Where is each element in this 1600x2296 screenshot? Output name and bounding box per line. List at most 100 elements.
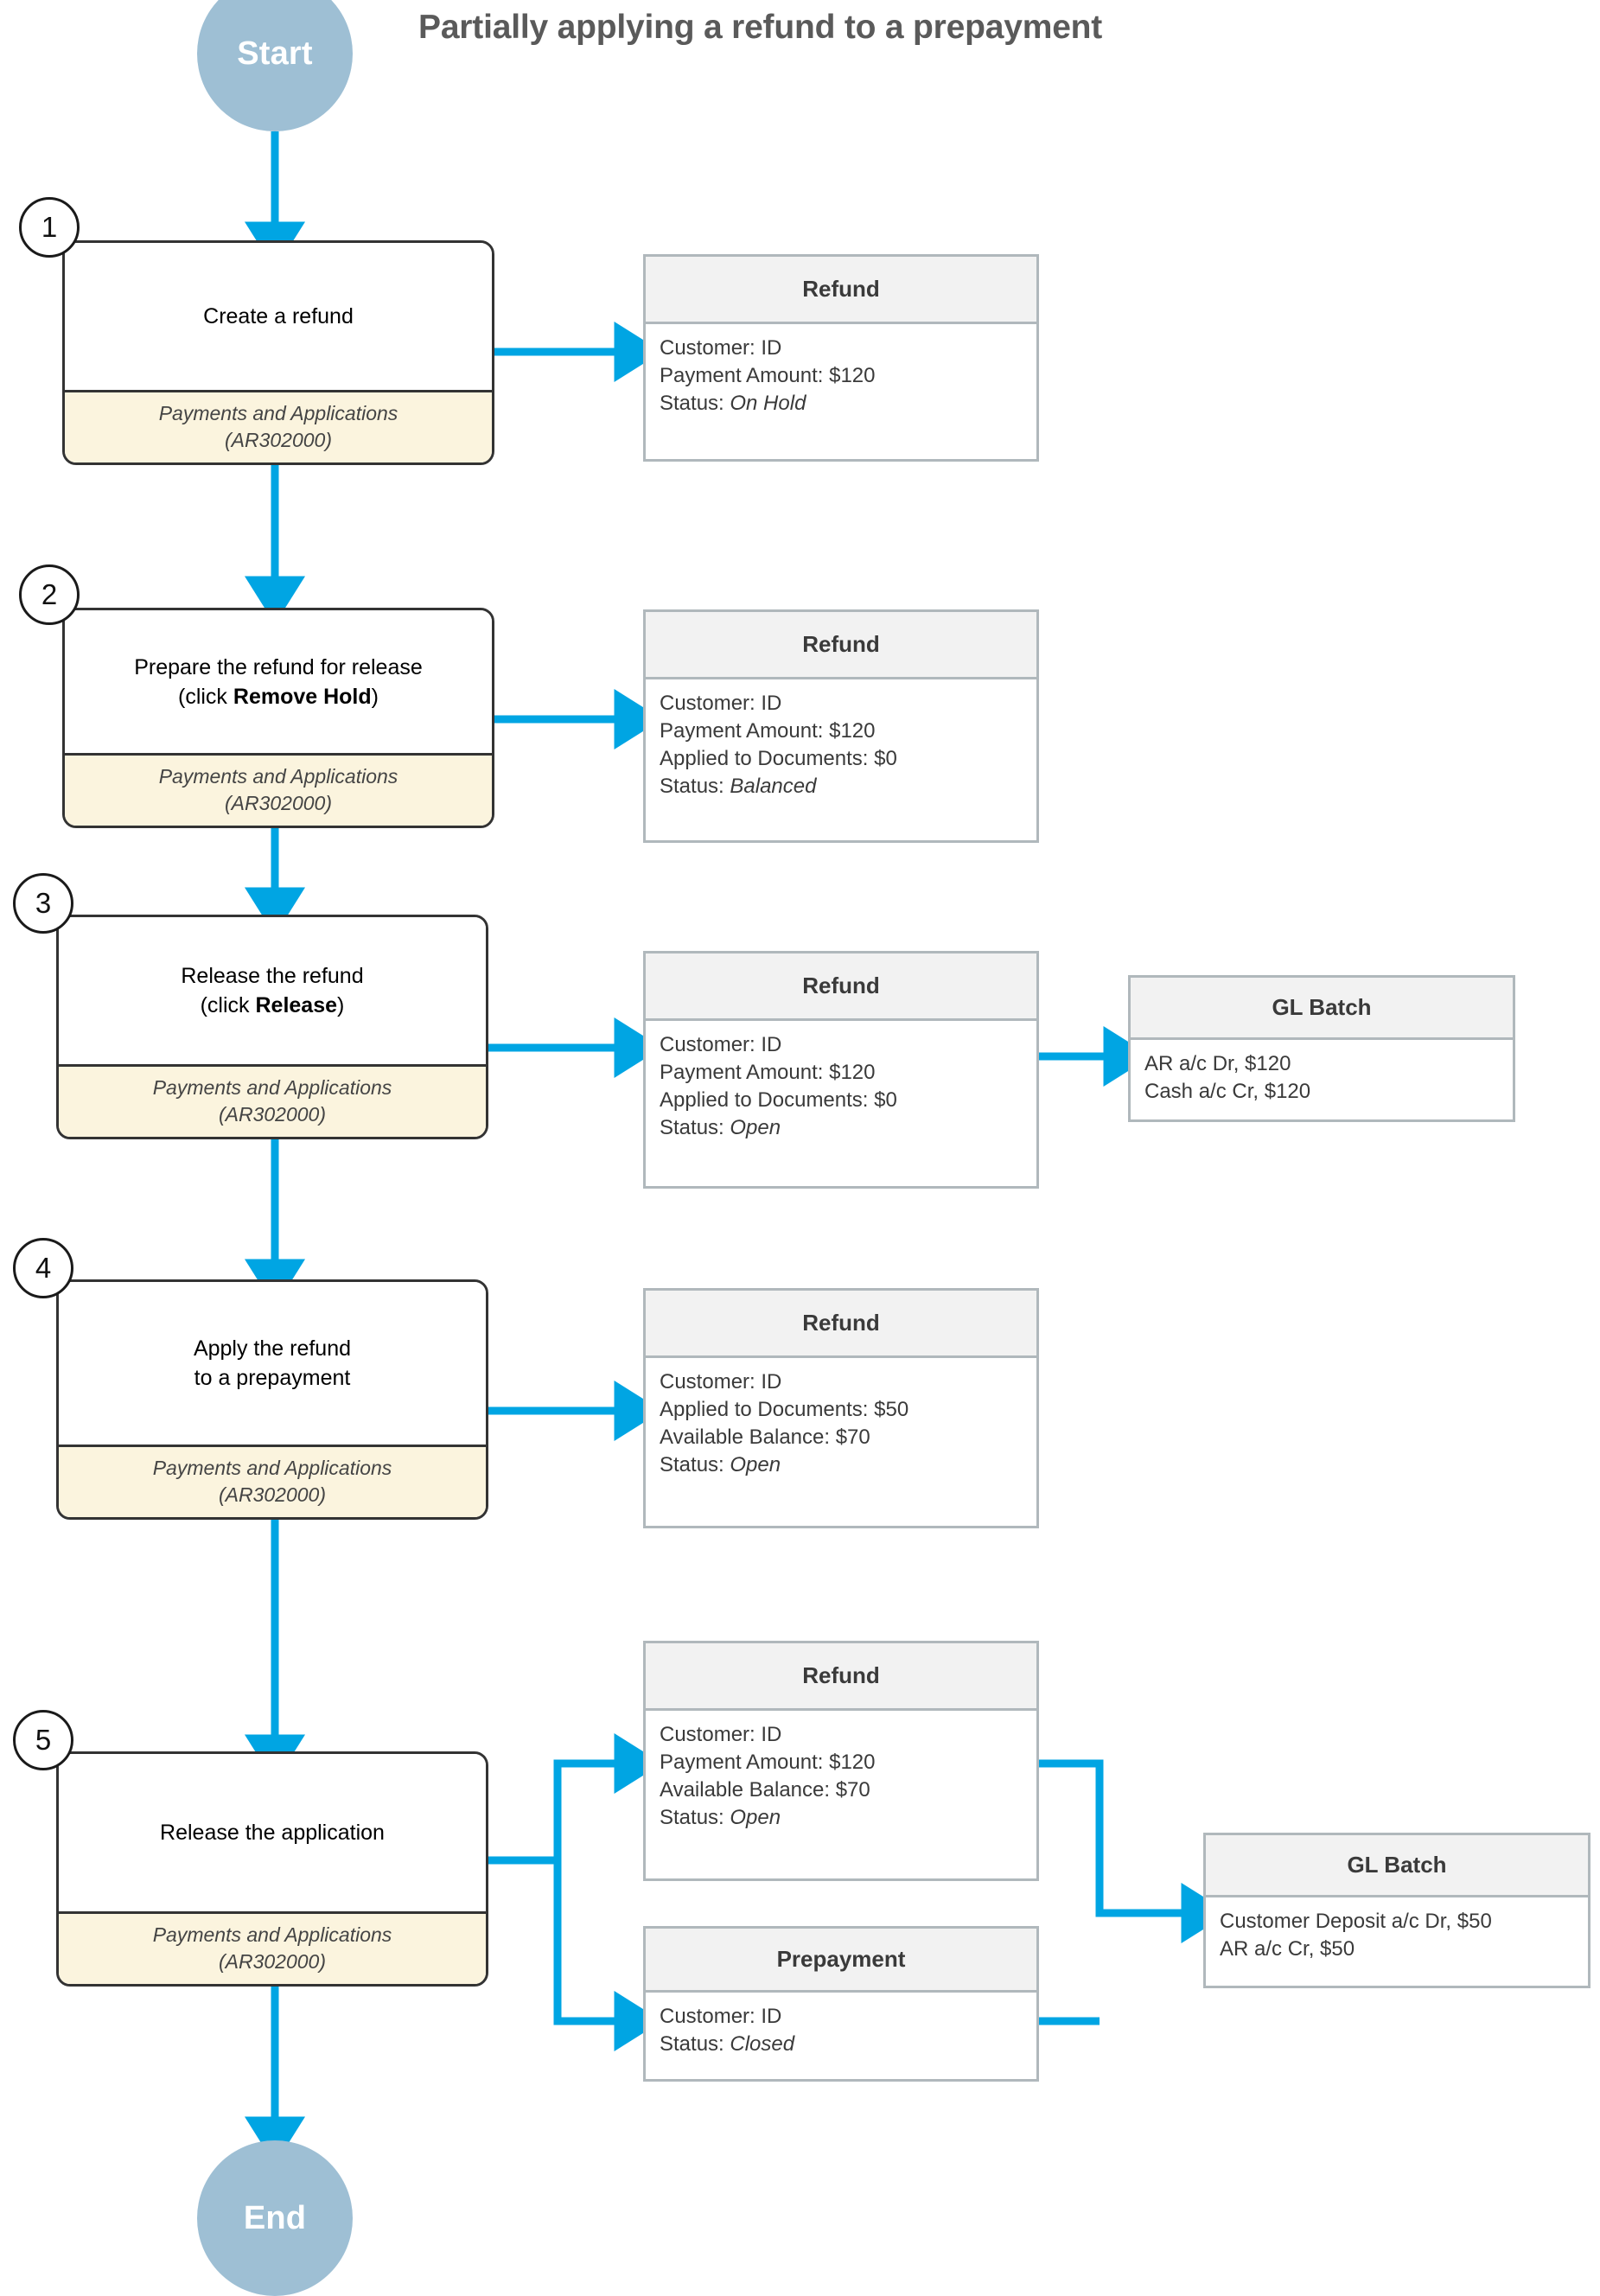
step-2-screen: Payments and Applications (AR302000): [65, 753, 492, 826]
card-body-gl-batch-5: Customer Deposit a/c Dr, $50 AR a/c Cr, …: [1206, 1897, 1588, 1986]
step-5-text: Release the application: [59, 1754, 486, 1912]
end-terminator: End: [197, 2140, 353, 2296]
step-3-line2: (click Release): [200, 993, 345, 1018]
arrow-step5-to-prepayment5: [553, 1860, 663, 2052]
step-5-line1: Release the application: [160, 1821, 385, 1846]
start-label: Start: [237, 35, 313, 72]
entity-card-refund-5: Refund Customer: ID Payment Amount: $120…: [643, 1641, 1039, 1881]
step-3-line1: Release the refund: [181, 964, 364, 989]
card-header-gl-batch-3: GL Batch: [1131, 978, 1513, 1040]
step-number-badge-4: 4: [13, 1238, 73, 1298]
step-number-4: 4: [35, 1252, 52, 1284]
step-number-badge-1: 1: [19, 197, 80, 258]
step-1-screen: Payments and Applications (AR302000): [65, 390, 492, 462]
step-2-line2: (click Remove Hold): [178, 684, 379, 709]
step-number-2: 2: [41, 578, 58, 610]
card-line: Customer Deposit a/c Dr, $50: [1220, 1910, 1492, 1933]
step-box-1[interactable]: Create a refund Payments and Application…: [62, 240, 494, 465]
step-4-screen-id: (AR302000): [218, 1483, 327, 1506]
card-line: Payment Amount: $120: [660, 1060, 876, 1084]
arrow-refund5-to-glbatch5: [1039, 1759, 1230, 1944]
card-header-refund-4: Refund: [646, 1291, 1036, 1358]
step-2-line1: Prepare the refund for release: [134, 654, 423, 679]
step-3-text: Release the refund (click Release): [59, 917, 486, 1065]
step-number-badge-5: 5: [13, 1710, 73, 1770]
page-title: Partially applying a refund to a prepaym…: [418, 9, 1103, 46]
arrow-step5-to-refund5: [488, 1732, 663, 1865]
card-line: Customer: ID: [660, 2005, 782, 2028]
entity-card-refund-2: Refund Customer: ID Payment Amount: $120…: [643, 609, 1039, 843]
step-1-line1: Create a refund: [203, 304, 354, 329]
step-4-line1: Apply the refund: [193, 1336, 352, 1362]
start-terminator: Start: [197, 0, 353, 131]
step-number-1: 1: [41, 211, 58, 243]
step-5-screen: Payments and Applications (AR302000): [59, 1911, 486, 1984]
step-box-2[interactable]: Prepare the refund for release (click Re…: [62, 608, 494, 828]
card-line: Status: Closed: [660, 2031, 795, 2056]
step-1-screen-name: Payments and Applications: [158, 402, 398, 425]
step-box-4[interactable]: Apply the refund to a prepayment Payment…: [56, 1279, 488, 1520]
step-box-3[interactable]: Release the refund (click Release) Payme…: [56, 915, 488, 1139]
entity-card-refund-4: Refund Customer: ID Applied to Documents…: [643, 1288, 1039, 1528]
card-body-prepayment-5: Customer: ID Status: Closed: [646, 1993, 1036, 2079]
step-number-3: 3: [35, 887, 52, 919]
step-box-5[interactable]: Release the application Payments and App…: [56, 1751, 488, 1987]
card-header-refund-2: Refund: [646, 612, 1036, 679]
entity-card-prepayment-5: Prepayment Customer: ID Status: Closed: [643, 1926, 1039, 2082]
entity-card-refund-1: Refund Customer: ID Payment Amount: $120…: [643, 254, 1039, 462]
card-body-gl-batch-3: AR a/c Dr, $120 Cash a/c Cr, $120: [1131, 1040, 1513, 1119]
card-header-refund-1: Refund: [646, 257, 1036, 324]
step-4-screen-name: Payments and Applications: [152, 1457, 392, 1480]
card-line: AR a/c Dr, $120: [1144, 1052, 1291, 1075]
entity-card-refund-3: Refund Customer: ID Payment Amount: $120…: [643, 951, 1039, 1189]
step-4-screen: Payments and Applications (AR302000): [59, 1445, 486, 1517]
entity-card-gl-batch-3: GL Batch AR a/c Dr, $120 Cash a/c Cr, $1…: [1128, 975, 1515, 1122]
step-number-5: 5: [35, 1724, 52, 1756]
step-1-screen-id: (AR302000): [224, 428, 333, 451]
card-body-refund-4: Customer: ID Applied to Documents: $50 A…: [646, 1358, 1036, 1526]
card-header-refund-5: Refund: [646, 1643, 1036, 1711]
card-line: Customer: ID: [660, 336, 782, 360]
step-5-screen-id: (AR302000): [218, 1949, 327, 1973]
step-number-badge-3: 3: [13, 873, 73, 934]
step-3-screen-name: Payments and Applications: [152, 1076, 392, 1100]
card-line: Customer: ID: [660, 1370, 782, 1394]
step-4-line2: to a prepayment: [194, 1366, 351, 1391]
card-line: Payment Amount: $120: [660, 718, 876, 743]
step-2-screen-name: Payments and Applications: [158, 765, 398, 788]
card-body-refund-1: Customer: ID Payment Amount: $120 Status…: [646, 324, 1036, 459]
card-line: Payment Amount: $120: [660, 1750, 876, 1774]
step-2-text: Prepare the refund for release (click Re…: [65, 610, 492, 754]
card-line: Applied to Documents: $50: [660, 1397, 909, 1421]
step-4-text: Apply the refund to a prepayment: [59, 1282, 486, 1445]
card-line: Available Balance: $70: [660, 1777, 870, 1802]
card-line: Status: Balanced: [660, 774, 817, 798]
end-label: End: [243, 2199, 307, 2236]
card-header-gl-batch-5: GL Batch: [1206, 1835, 1588, 1897]
card-line: Payment Amount: $120: [660, 363, 876, 387]
card-line: Customer: ID: [660, 692, 782, 715]
card-line: Customer: ID: [660, 1723, 782, 1746]
step-3-screen-id: (AR302000): [218, 1102, 327, 1126]
step-3-screen: Payments and Applications (AR302000): [59, 1064, 486, 1137]
card-line: Applied to Documents: $0: [660, 746, 897, 770]
card-header-prepayment-5: Prepayment: [646, 1929, 1036, 1993]
step-5-screen-name: Payments and Applications: [152, 1923, 392, 1947]
step-2-screen-id: (AR302000): [224, 791, 333, 814]
card-header-refund-3: Refund: [646, 953, 1036, 1021]
card-line: Status: Open: [660, 1115, 781, 1139]
card-line: AR a/c Cr, $50: [1220, 1936, 1355, 1961]
card-line: Available Balance: $70: [660, 1425, 870, 1449]
card-line: Status: On Hold: [660, 391, 806, 415]
entity-card-gl-batch-5: GL Batch Customer Deposit a/c Dr, $50 AR…: [1203, 1833, 1590, 1988]
card-line: Status: Open: [660, 1452, 781, 1476]
step-1-text: Create a refund: [65, 243, 492, 391]
card-line: Applied to Documents: $0: [660, 1087, 897, 1112]
card-line: Status: Open: [660, 1805, 781, 1829]
card-body-refund-5: Customer: ID Payment Amount: $120 Availa…: [646, 1711, 1036, 1878]
card-body-refund-2: Customer: ID Payment Amount: $120 Applie…: [646, 679, 1036, 840]
card-line: Customer: ID: [660, 1033, 782, 1056]
step-number-badge-2: 2: [19, 564, 80, 625]
card-body-refund-3: Customer: ID Payment Amount: $120 Applie…: [646, 1021, 1036, 1186]
